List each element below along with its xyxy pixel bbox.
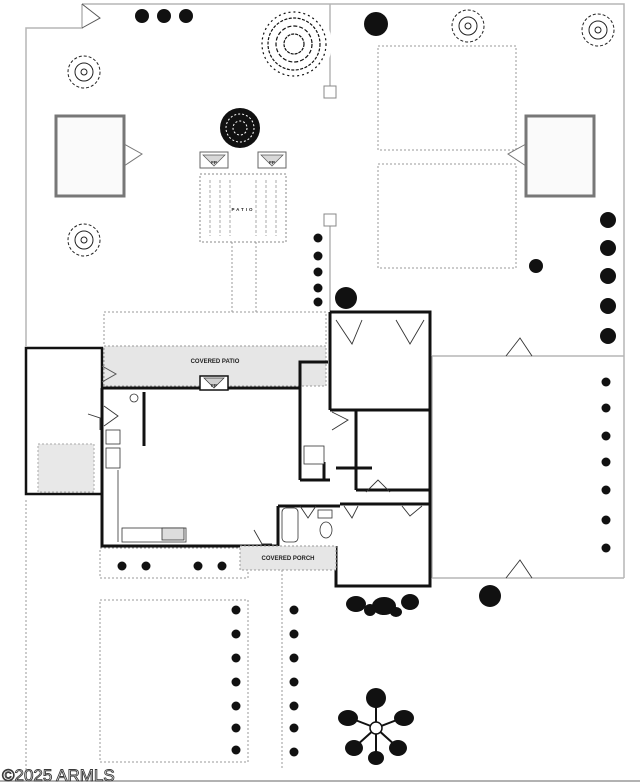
flower-bush-icon — [451, 9, 485, 43]
flower-bush-icon — [581, 13, 615, 47]
groundcover-planting — [346, 594, 419, 617]
door-swing-icon — [299, 505, 317, 519]
flower-bush-icon — [67, 55, 101, 89]
covered-porch: COVERED PORCH — [239, 545, 337, 571]
fire-pit-right: FP — [257, 151, 287, 169]
door-swing-icon — [87, 413, 101, 430]
patio-label: PATIO — [231, 207, 254, 212]
door-swing-icon — [401, 505, 423, 517]
door-swing-icon — [101, 365, 118, 383]
shrub-dots — [117, 9, 616, 757]
garage — [24, 346, 118, 496]
fire-pit-left: FP — [199, 151, 229, 169]
door-swing-icon — [103, 405, 119, 427]
tree-icon — [220, 108, 260, 148]
door-swing-icon — [331, 411, 349, 431]
door-swing-icon — [395, 319, 425, 345]
tree-icon — [338, 688, 414, 765]
shrub-icon — [335, 12, 543, 607]
house-walls — [100, 310, 432, 588]
fireplace-icon: FP — [211, 160, 217, 165]
dashed-areas — [25, 45, 517, 770]
door-swing-icon — [343, 505, 359, 519]
gate-swing-icon — [81, 3, 101, 29]
watermark: ©2025 ARMLS — [2, 766, 115, 784]
covered-porch-label: COVERED PORCH — [261, 556, 314, 562]
door-swing-icon — [335, 319, 363, 345]
shed-left — [54, 114, 143, 198]
covered-patio-label: COVERED PATIO — [191, 359, 240, 365]
fireplace-icon: FP — [211, 383, 217, 388]
post-marker — [323, 85, 337, 99]
tree-icon — [256, 6, 332, 82]
fireplace: FP — [199, 375, 229, 391]
flower-bush-icon — [67, 223, 101, 257]
door-swing-icon — [505, 337, 533, 357]
lot-boundaries — [25, 3, 625, 579]
door-swing-icon — [507, 143, 527, 167]
patio: PATIO — [199, 173, 287, 243]
door-swing-icon — [123, 143, 143, 167]
post-marker — [323, 213, 337, 227]
fireplace-icon: FP — [269, 160, 275, 165]
interior-doors — [87, 319, 533, 579]
shed-right — [507, 114, 596, 198]
kitchen-fixtures — [105, 393, 187, 543]
door-swing-icon — [365, 479, 391, 493]
door-swing-icon — [253, 529, 272, 545]
bathroom-fixtures — [281, 445, 333, 543]
door-swing-icon — [505, 559, 533, 579]
